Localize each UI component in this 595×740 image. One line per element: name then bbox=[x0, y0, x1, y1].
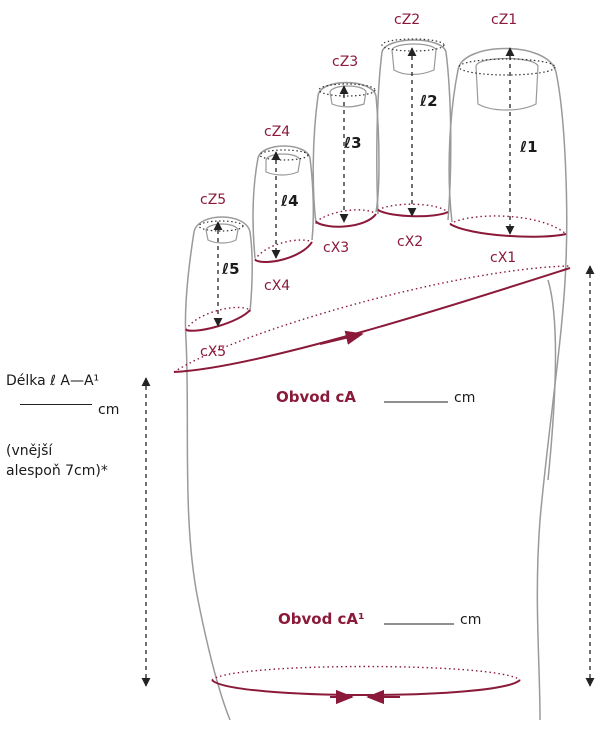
label-cZ3: cZ3 bbox=[332, 54, 358, 70]
label-l2: ℓ2 bbox=[419, 92, 438, 110]
length-A-note-line1: (vnější bbox=[6, 443, 53, 459]
length-A-note-line2: alespoň 7cm)* bbox=[6, 463, 108, 479]
length-A-blank bbox=[20, 404, 92, 405]
label-cX3: cX3 bbox=[323, 240, 349, 256]
length-A-label: Délka ℓ A—A¹ bbox=[6, 373, 100, 389]
label-l4: ℓ4 bbox=[280, 192, 299, 210]
circumference-A1-label: Obvod cA¹ bbox=[278, 610, 365, 628]
label-cZ2: cZ2 bbox=[394, 12, 420, 28]
circumference-A1-unit: cm bbox=[460, 612, 481, 628]
label-l5: ℓ5 bbox=[221, 260, 240, 278]
label-cX4: cX4 bbox=[264, 278, 290, 294]
circumference-A-label: Obvod cA bbox=[276, 388, 356, 406]
foot-outline bbox=[184, 39, 568, 721]
label-cX2: cX2 bbox=[397, 234, 423, 250]
toe-base-circumferences bbox=[185, 203, 567, 332]
label-cZ4: cZ4 bbox=[264, 124, 290, 140]
circumference-A-marker bbox=[173, 265, 571, 373]
label-l1: ℓ1 bbox=[519, 138, 538, 156]
label-cZ1: cZ1 bbox=[491, 12, 517, 28]
label-cZ5: cZ5 bbox=[200, 192, 226, 208]
circumference-A1-marker bbox=[211, 665, 521, 705]
length-A-unit: cm bbox=[98, 402, 120, 418]
label-cX1: cX1 bbox=[490, 250, 516, 266]
label-cX5: cX5 bbox=[200, 344, 226, 360]
toe-length-arrows bbox=[213, 47, 515, 327]
length-arrows-A bbox=[141, 265, 595, 687]
label-l3: ℓ3 bbox=[343, 134, 362, 152]
circumference-A-unit: cm bbox=[454, 390, 475, 406]
